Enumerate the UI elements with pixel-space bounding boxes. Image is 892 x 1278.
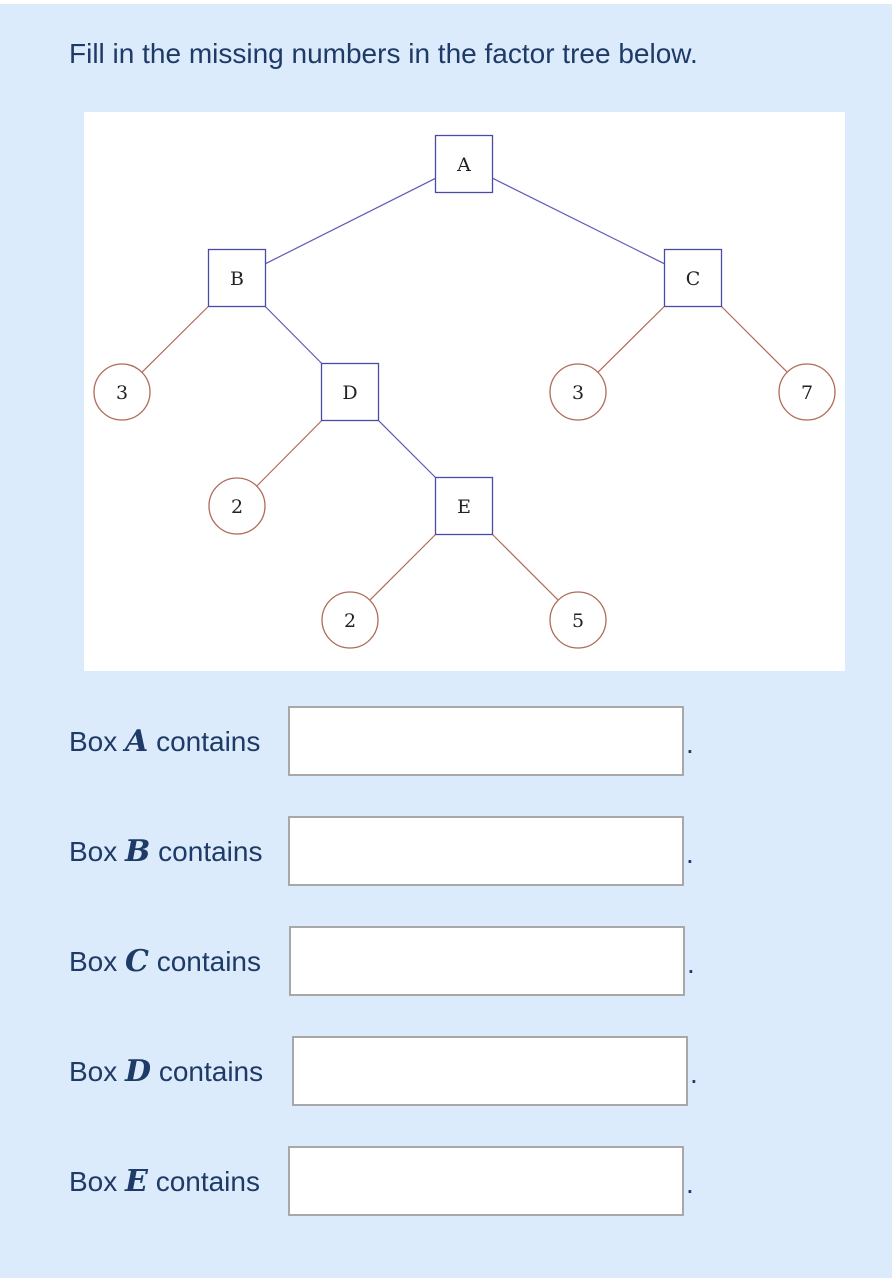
answer-label-a: Box A contains: [69, 724, 260, 759]
answer-suffix: contains: [158, 1056, 264, 1087]
answer-variable: E: [125, 1164, 148, 1199]
tree-box-border: [663, 248, 723, 308]
tree-circle-n5: 5: [549, 591, 607, 649]
answer-period: .: [687, 948, 695, 979]
answer-period: .: [686, 1168, 694, 1199]
tree-edge-b-d: [264, 306, 323, 364]
tree-node-label: 5: [572, 610, 584, 632]
tree-box-border: [434, 476, 494, 536]
tree-box-border: [207, 248, 267, 308]
tree-circle-border: [549, 363, 607, 421]
tree-node-label: 7: [801, 382, 813, 404]
tree-edge-b-n3a: [141, 305, 209, 373]
answer-row-c: Box C contains .: [69, 926, 709, 998]
tree-node-label: 2: [344, 610, 356, 632]
answer-suffix: contains: [156, 946, 261, 977]
tree-circle-border: [208, 477, 266, 535]
tree-box-e: E: [434, 476, 494, 536]
answer-suffix: contains: [156, 726, 261, 757]
tree-node-label: C: [686, 268, 701, 290]
answer-variable: C: [125, 944, 149, 979]
tree-box-c: C: [663, 248, 723, 308]
answer-label-d: Box D contains: [69, 1054, 263, 1089]
answer-prefix: Box: [69, 946, 118, 977]
tree-edge-e-n2b: [369, 534, 436, 601]
box-d-input[interactable]: [292, 1036, 688, 1106]
tree-circle-n2a: 2: [208, 477, 266, 535]
factor-tree-diagram: A B C 3 D 3 7 2 E 2 5: [84, 112, 845, 671]
tree-box-d: D: [320, 362, 380, 422]
tree-node-label: 2: [231, 496, 243, 518]
tree-circle-border: [93, 363, 151, 421]
tree-circle-n3a: 3: [93, 363, 151, 421]
tree-node-label: A: [456, 154, 471, 176]
tree-node-label: E: [457, 496, 471, 518]
answer-prefix: Box: [69, 726, 118, 757]
tree-node-label: 3: [116, 382, 128, 404]
answer-prefix: Box: [69, 836, 118, 867]
tree-edge-c-n7: [721, 306, 788, 373]
answer-prefix: Box: [69, 1056, 118, 1087]
box-a-input[interactable]: [288, 706, 684, 776]
tree-edge-e-n5: [492, 534, 559, 601]
tree-circle-border: [321, 591, 379, 649]
tree-box-border: [320, 362, 380, 422]
tree-circle-n7: 7: [778, 363, 836, 421]
tree-circle-n2b: 2: [321, 591, 379, 649]
answer-label-b: Box B contains: [69, 834, 262, 869]
tree-box-b: B: [207, 248, 267, 308]
answer-variable: D: [125, 1054, 152, 1089]
answer-label-e: Box E contains: [69, 1164, 260, 1199]
answer-row-d: Box D contains .: [69, 1036, 709, 1108]
box-c-input[interactable]: [289, 926, 685, 996]
tree-circle-border: [549, 591, 607, 649]
tree-edge-d-n2a: [256, 420, 323, 487]
answer-row-a: Box A contains .: [69, 706, 709, 778]
tree-box-border: [434, 134, 494, 194]
tree-edge-a-b: [265, 177, 436, 265]
answer-row-b: Box B contains .: [69, 816, 709, 888]
tree-box-a: A: [434, 134, 494, 194]
box-e-input[interactable]: [288, 1146, 684, 1216]
answer-suffix: contains: [158, 836, 263, 867]
tree-node-label: 3: [572, 382, 584, 404]
answer-row-e: Box E contains .: [69, 1146, 709, 1218]
answer-period: .: [690, 1058, 698, 1089]
tree-edge-c-n3b: [597, 305, 665, 373]
factor-tree-svg: A B C 3 D 3 7 2 E 2 5: [93, 134, 836, 649]
question-prompt: Fill in the missing numbers in the facto…: [69, 38, 698, 69]
answer-label-c: Box C contains: [69, 944, 261, 979]
tree-edge-a-c: [492, 177, 665, 265]
question-panel: Fill in the missing numbers in the facto…: [0, 4, 892, 1278]
tree-node-label: D: [342, 382, 357, 404]
tree-node-label: B: [230, 268, 244, 290]
answer-period: .: [686, 838, 694, 869]
tree-edge-d-e: [378, 420, 436, 478]
tree-circle-border: [778, 363, 836, 421]
answer-variable: A: [125, 724, 149, 759]
answer-suffix: contains: [155, 1166, 260, 1197]
box-b-input[interactable]: [288, 816, 684, 886]
answer-period: .: [686, 728, 694, 759]
answer-variable: B: [125, 834, 151, 869]
tree-circle-n3b: 3: [549, 363, 607, 421]
answer-prefix: Box: [69, 1166, 118, 1197]
